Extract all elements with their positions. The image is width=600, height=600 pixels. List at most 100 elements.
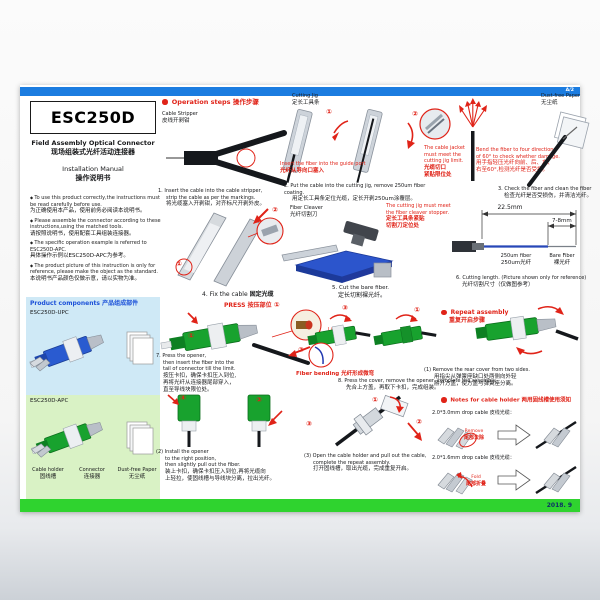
repeat2-text: (2) Install the opener to the right posi… xyxy=(156,449,275,483)
usage-note: The specific operation example is referr… xyxy=(30,240,162,260)
jacket-magnifier-figure xyxy=(419,108,451,140)
cutting-jig-figure xyxy=(283,109,415,183)
step5-text: 5. Cut the bare fiber. 定长切割裸光纤。 xyxy=(332,285,389,300)
note-cn: 为正确使用本产品，使用前务必阅读本说明书。 xyxy=(30,208,146,214)
step2-cn: 用定长工具条定位光缆，定长开剥250um涂覆层。 xyxy=(292,196,416,203)
repeat3-cn: 打开固线槽，取出光缆，完成重复开启。 xyxy=(313,466,413,473)
step8-cn: 先合上方盖，再取下卡扣，完成组装。 xyxy=(346,384,440,391)
note-en: To use this product correctly,the instru… xyxy=(30,195,162,208)
holder-row2-action: Fold 尾部折叠 xyxy=(466,475,486,488)
usage-note: The product picture of this instruction … xyxy=(30,263,162,283)
cleaver-en: Fiber Cleaver xyxy=(290,205,323,211)
step4-en: 4. Fix the cable xyxy=(202,291,248,298)
fiber-cn: 250um光纤 xyxy=(500,259,532,266)
bend-callout: Bend the fiber to four directions of 60°… xyxy=(476,147,560,175)
components-title-en: Product components xyxy=(30,300,100,307)
model-title-box: ESC250D xyxy=(30,101,156,134)
label-paper: Dust-free Paper 无尘纸 xyxy=(114,467,160,481)
cutting-length-figure xyxy=(452,210,577,252)
repeat3-en1: (3) Open the cable holder and pull out t… xyxy=(304,453,427,459)
press-callout: PRESS 按压部位 ① xyxy=(224,301,280,310)
holder-notes-en: Notes for cable holder xyxy=(450,397,520,404)
page-code: A/2 xyxy=(565,88,574,93)
page-footer-bar xyxy=(20,499,580,512)
product-components-panel: Product components 产品组成部件 ESC250D-UPC xyxy=(26,297,160,499)
manual-title-cn: 操作说明书 xyxy=(75,174,111,182)
step7-cn3: 直至导线块限位处。 xyxy=(163,387,213,394)
repeat-title-cn: 重复开启步骤 xyxy=(449,316,486,324)
operation-title-en: Operation steps xyxy=(171,98,231,106)
page-date: 2018. 9 xyxy=(546,502,572,509)
note-en: The specific operation example is referr… xyxy=(30,240,162,253)
label-cn: 连接器 xyxy=(83,473,101,480)
label-en: Connector xyxy=(79,467,105,473)
jacket-en1: The cable jacket xyxy=(424,145,465,151)
action-cn: 尾部去除 xyxy=(464,434,485,441)
page-header-bar xyxy=(20,87,580,96)
note-cn: 本说明书产品颜色仅做示意，请以实物为准。 xyxy=(30,275,141,282)
step6-text: 6. Cutting length. (Picture shown only f… xyxy=(456,275,586,289)
marker-2: ② xyxy=(416,418,422,426)
note-cn: 请按照说明书，使用配套工具组装连接器。 xyxy=(30,230,135,237)
label-cn: 固线槽 xyxy=(39,473,57,480)
stopper-cn1: 定长工具条紧贴 xyxy=(386,216,425,223)
step4-cn: 固定光缆 xyxy=(249,291,274,298)
marker-1: ① xyxy=(176,260,182,268)
marker-3: ③ xyxy=(306,420,312,428)
holder-row1-action: Remove 尾部去除 xyxy=(464,429,484,442)
apc-paper-figure xyxy=(126,421,154,455)
jacket-en3: cutting jig limit. xyxy=(424,158,464,165)
step5-cn: 定长切割裸光纤。 xyxy=(338,292,387,300)
repeat-assembly-header: Repeat assembly 重复开启步骤 xyxy=(441,309,508,325)
product-name-en: Field Assembly Optical Connector xyxy=(31,139,155,147)
marker-1: ① xyxy=(326,108,332,116)
step3-text: 3. Check the fiber and clean the fiber 检… xyxy=(498,186,592,200)
marker-1: ① xyxy=(372,396,378,404)
step3-en: 3. Check the fiber and clean the fiber xyxy=(498,186,592,192)
section-bullet-icon xyxy=(441,397,447,403)
press-label: PRESS 按压部位 xyxy=(224,302,272,309)
step7-text: 7. Press the opener, then insert the fib… xyxy=(156,353,236,395)
stripper-cn: 皮线开剥钳 xyxy=(162,117,190,124)
usage-note: Please assemble the connector according … xyxy=(30,218,162,238)
step7-cn2: 再将光纤从连接器尾部穿入， xyxy=(163,380,235,387)
repeat2-en3: then slightly pull out the fiber. xyxy=(165,462,241,469)
jig-label: Cutting Jig 定长工具条 xyxy=(292,93,320,107)
fiber-en: 250um fiber xyxy=(500,253,532,259)
bending-cn: 光纤形成微弯 xyxy=(341,371,375,377)
model-name: ESC250D xyxy=(50,108,136,127)
repeat1-en: (1) Remove the rear cover from two sides… xyxy=(424,367,530,373)
guide-en: Insert the fiber into the guide port xyxy=(280,161,366,167)
section-bullet-icon xyxy=(441,309,447,316)
bare-cn: 裸光纤 xyxy=(553,259,571,266)
note-en: The product picture of this instruction … xyxy=(30,263,162,276)
repeat1-text: (1) Remove the rear cover from two sides… xyxy=(424,367,530,388)
dust-paper-label: Dust-free Paper 无尘纸 xyxy=(541,93,580,107)
upc-connector-figure xyxy=(29,334,104,372)
note-cn: 具体操作示例以ESC250D-APC为参考。 xyxy=(30,253,129,260)
jacket-cn1: 光缆切口 xyxy=(424,164,447,171)
apc-label: ESC250D-APC xyxy=(30,398,69,404)
usage-notes: To use this product correctly,the instru… xyxy=(30,195,162,286)
step2-text: 2. Put the cable into the cutting jig, r… xyxy=(284,183,438,203)
repeat2-figure xyxy=(167,394,283,447)
holder-row1-label: 2.0*3.0mm drop cable 皮线光缆： xyxy=(432,410,515,416)
product-name-cn: 现场组装式光纤活动连接器 xyxy=(51,148,135,156)
step1-en1: 1. Insert the cable into the cable strip… xyxy=(158,188,263,194)
step8-figure xyxy=(307,314,437,368)
step6-en: 6. Cutting length. (Picture shown only f… xyxy=(456,275,587,281)
repeat3-figure xyxy=(334,394,422,447)
stopper-en1: The cutting jig must meet xyxy=(386,203,451,209)
cleaver-cn: 光纤切割刀 xyxy=(290,211,318,218)
step7-en3: tail of connector till the limit. xyxy=(163,366,236,373)
holder-row2-label: 2.0*1.6mm drop cable 皮线光缆： xyxy=(432,455,515,461)
bare-en: Bare Fiber xyxy=(549,253,575,259)
step7-cn1: 按压卡扣，确保卡扣压入到位, xyxy=(163,372,237,379)
holder-row2-figure xyxy=(437,465,577,495)
marker-2: ② xyxy=(272,206,278,214)
step7-en2: then insert the fiber into the xyxy=(163,359,235,366)
step1-en2: strip the cable as per the markings. xyxy=(166,194,256,201)
marker-1: ① xyxy=(273,301,280,309)
guide-port-callout: Insert the fiber into the guide port 光纤从… xyxy=(280,161,366,175)
